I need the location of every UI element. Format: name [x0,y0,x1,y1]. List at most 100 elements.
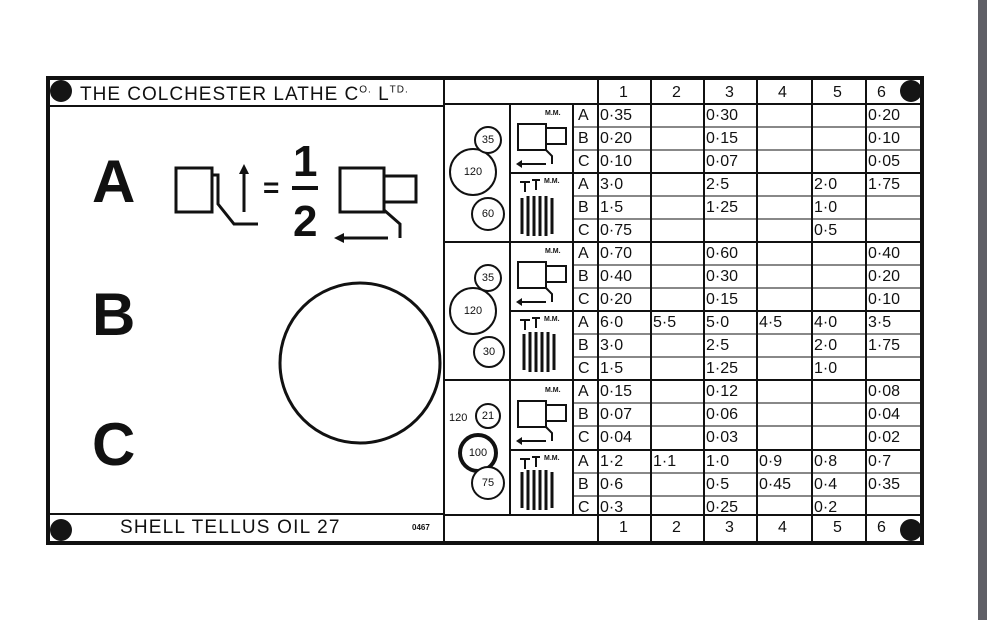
table-cell: 1·0 [706,453,730,470]
col-header-bottom-6: 6 [877,519,886,536]
gear-2-top: 35 [474,264,502,292]
row-letter-2-feed-b: B [578,268,589,285]
row-letter-1-feed-a: A [578,107,589,124]
table-cell: 0·35 [868,476,901,493]
ratio-denominator: 2 [293,197,318,246]
table-cell: 2·0 [814,176,838,193]
table-cell: 1·1 [653,453,677,470]
table-cell: 1·5 [600,199,624,216]
table-cell: 2·5 [706,176,730,193]
row-letter-2-thread-b: B [578,337,589,354]
table-cell: 0·10 [600,153,633,170]
table-cell: 0·07 [600,406,633,423]
col-header-top-4: 4 [778,84,787,101]
mm-label-feed-1: M.M. [545,110,561,117]
table-cell: 1·25 [706,199,739,216]
table-cell: 5·0 [706,314,730,331]
table-cell: 0·9 [759,453,783,470]
mm-label-thread-3: M.M. [544,455,560,462]
table-cell: 0·20 [600,130,633,147]
table-cell: 0·5 [814,222,838,239]
screw-bottom-left [50,519,72,541]
table-cell: 2·0 [814,337,838,354]
table-cell: 0·15 [706,130,739,147]
gear-3-top: 21 [475,403,501,429]
table-cell: 0·20 [868,268,901,285]
table-cell: 0·03 [706,429,739,446]
gear-1-top: 35 [474,126,502,154]
table-cell: 0·10 [868,291,901,308]
table-cell: 0·02 [868,429,901,446]
scan-edge-bar [978,0,987,620]
screw-top-left [50,80,72,102]
gear-2-bottom: 30 [473,336,505,368]
ratio-equals: = [263,172,280,203]
gear-1-middle: 120 [449,148,497,196]
table-cell: 4·5 [759,314,783,331]
table-cell: 2·5 [706,337,730,354]
table-cell: 0·12 [706,383,739,400]
col-header-bottom-5: 5 [833,519,842,536]
table-cell: 3·0 [600,337,624,354]
table-cell: 0·5 [706,476,730,493]
table-cell: 0·40 [868,245,901,262]
col-header-top-1: 1 [619,84,628,101]
col-header-top-2: 2 [672,84,681,101]
table-cell: 0·06 [706,406,739,423]
table-cell: 0·15 [600,383,633,400]
table-cell: 1·5 [600,360,624,377]
table-cell: 0·10 [868,130,901,147]
table-cell: 0·30 [706,268,739,285]
gear-3-bottom: 75 [471,466,505,500]
gear-2-middle: 120 [449,287,497,335]
table-cell: 0·75 [600,222,633,239]
row-letter-3-thread-a: A [578,453,589,470]
col-header-top-3: 3 [725,84,734,101]
table-cell: 0·3 [600,499,624,516]
plate-code: 0467 [412,523,430,532]
table-cell: 0·07 [706,153,739,170]
table-cell: 0·25 [706,499,739,516]
row-letter-1-feed-c: C [578,153,590,170]
table-cell: 0·04 [868,406,901,423]
mm-label-feed-3: M.M. [545,387,561,394]
table-cell: 5·5 [653,314,677,331]
table-cell: 0·20 [600,291,633,308]
table-cell: 4·0 [814,314,838,331]
row-letter-3-feed-a: A [578,383,589,400]
row-letter-1-feed-b: B [578,130,589,147]
table-cell: 6·0 [600,314,624,331]
maker-title: THE COLCHESTER LATHE CO. LTD. [80,84,409,105]
table-cell: 1·75 [868,337,901,354]
table-cell: 0·08 [868,383,901,400]
table-cell: 1·0 [814,360,838,377]
table-cell: 0·30 [706,107,739,124]
row-letter-3-feed-b: B [578,406,589,423]
table-cell: 0·60 [706,245,739,262]
table-cell: 0·05 [868,153,901,170]
oil-spec: SHELL TELLUS OIL 27 [120,517,341,538]
feed-letter-b: B [92,281,136,348]
feed-letter-a: A [92,148,136,215]
table-cell: 3·5 [868,314,892,331]
row-letter-2-thread-c: C [578,360,590,377]
lathe-plate [46,76,924,545]
col-header-bottom-2: 2 [672,519,681,536]
row-letter-1-thread-b: B [578,199,589,216]
row-letter-2-thread-a: A [578,314,589,331]
table-cell: 0·45 [759,476,792,493]
row-letter-3-feed-c: C [578,429,590,446]
table-cell: 0·70 [600,245,633,262]
col-header-bottom-4: 4 [778,519,787,536]
table-cell: 0·7 [868,453,892,470]
table-cell: 1·25 [706,360,739,377]
table-cell: 1·2 [600,453,624,470]
table-cell: 1·0 [814,199,838,216]
mm-label-feed-2: M.M. [545,248,561,255]
table-cell: 0·6 [600,476,624,493]
table-cell: 0·2 [814,499,838,516]
row-letter-1-thread-a: A [578,176,589,193]
col-header-top-5: 5 [833,84,842,101]
